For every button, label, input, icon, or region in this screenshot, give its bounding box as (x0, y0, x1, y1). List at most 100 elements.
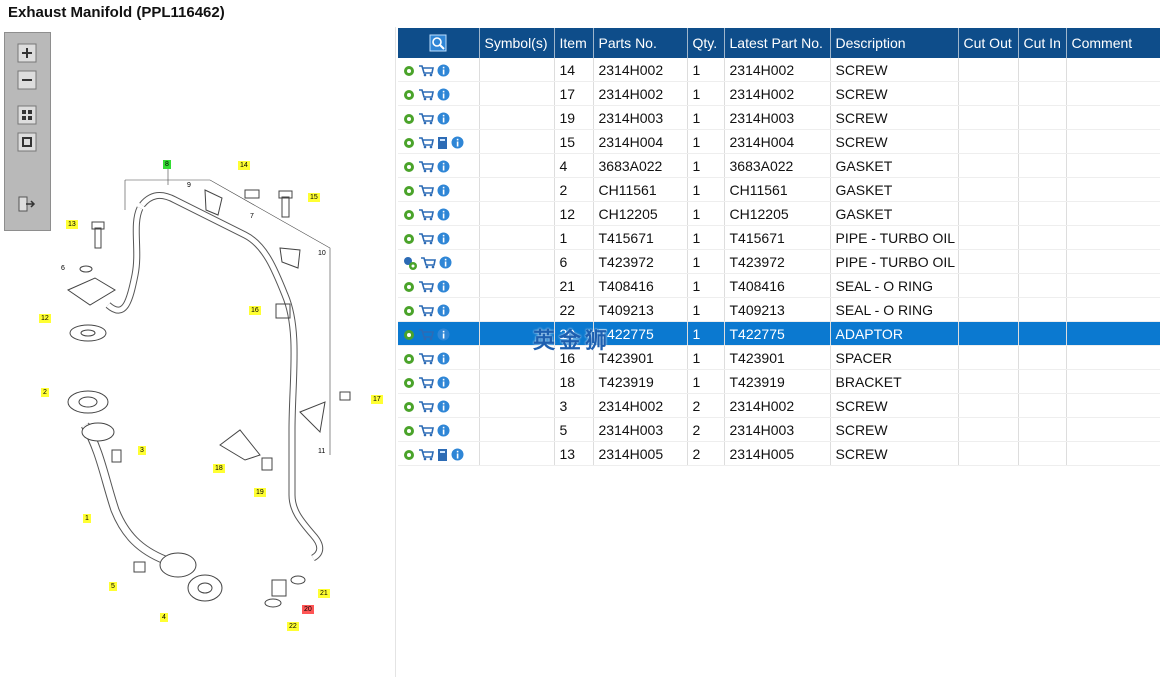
gear-icon[interactable] (403, 233, 415, 245)
cart-icon[interactable] (418, 280, 434, 293)
gear-icon[interactable] (403, 353, 415, 365)
info-icon[interactable] (437, 376, 450, 389)
gear-icon[interactable] (403, 209, 415, 221)
column-header-find[interactable] (398, 28, 480, 58)
fit-all-button[interactable] (17, 105, 37, 125)
column-header-cut-out[interactable]: Cut Out (958, 28, 1019, 58)
cart-icon[interactable] (418, 424, 434, 437)
gear-icon[interactable] (403, 185, 415, 197)
gear-icon[interactable] (403, 305, 415, 317)
info-icon[interactable] (439, 256, 452, 269)
callout-label[interactable]: 4 (160, 613, 168, 622)
callout-label[interactable]: 5 (109, 582, 117, 591)
column-header-comment[interactable]: Comment (1066, 28, 1160, 58)
info-icon[interactable] (437, 208, 450, 221)
cart-icon[interactable] (418, 64, 434, 77)
callout-label[interactable]: 15 (308, 193, 320, 202)
column-header-symbols[interactable]: Symbol(s) (479, 28, 555, 58)
book-icon[interactable] (437, 448, 448, 462)
info-icon[interactable] (437, 400, 450, 413)
column-header-qty[interactable]: Qty. (687, 28, 725, 58)
callout-label[interactable]: 14 (238, 161, 250, 170)
gear-icon[interactable] (403, 377, 415, 389)
callout-label[interactable]: 19 (254, 488, 266, 497)
callout-label[interactable]: 13 (66, 220, 78, 229)
column-header-description[interactable]: Description (830, 28, 959, 58)
cart-icon[interactable] (418, 184, 434, 197)
callout-label[interactable]: 2 (41, 388, 49, 397)
gears-icon[interactable] (403, 256, 417, 270)
callout-label[interactable]: 21 (318, 589, 330, 598)
cart-icon[interactable] (418, 376, 434, 389)
callout-label[interactable]: 12 (39, 314, 51, 323)
info-icon[interactable] (451, 448, 464, 461)
callout-label[interactable]: 16 (249, 306, 261, 315)
info-icon[interactable] (437, 88, 450, 101)
info-icon[interactable] (437, 160, 450, 173)
info-icon[interactable] (437, 352, 450, 365)
gear-icon[interactable] (403, 281, 415, 293)
callout-label[interactable]: 17 (371, 395, 383, 404)
callout-label[interactable]: 6 (61, 265, 65, 272)
callout-label[interactable]: 22 (287, 622, 299, 631)
gear-icon[interactable] (403, 449, 415, 461)
info-icon[interactable] (437, 328, 450, 341)
zoom-out-button[interactable] (17, 70, 37, 90)
callout-label[interactable]: 9 (187, 182, 191, 189)
callout-label[interactable]: 1 (83, 514, 91, 523)
info-icon[interactable] (437, 112, 450, 125)
cart-icon[interactable] (418, 304, 434, 317)
column-header-cut-in[interactable]: Cut In (1018, 28, 1067, 58)
callout-label[interactable]: 8 (163, 160, 171, 169)
cart-icon[interactable] (418, 448, 434, 461)
info-icon[interactable] (451, 136, 464, 149)
callout-label[interactable]: 10 (318, 250, 326, 257)
actual-size-button[interactable] (17, 132, 37, 152)
book-icon[interactable] (437, 136, 448, 150)
zoom-in-button[interactable] (17, 43, 37, 63)
gear-icon[interactable] (403, 161, 415, 173)
info-icon[interactable] (437, 280, 450, 293)
cart-icon[interactable] (418, 136, 434, 149)
cart-icon[interactable] (418, 232, 434, 245)
callout-label[interactable]: 18 (213, 464, 225, 473)
gear-icon[interactable] (403, 425, 415, 437)
callout-label[interactable]: 7 (250, 213, 254, 220)
callout-label[interactable]: 11 (318, 448, 326, 455)
info-icon[interactable] (437, 424, 450, 437)
callout-label[interactable]: 20 (302, 605, 314, 614)
cart-icon[interactable] (418, 400, 434, 413)
column-header-parts-no[interactable]: Parts No. (593, 28, 688, 58)
info-icon[interactable] (437, 232, 450, 245)
cart-icon[interactable] (418, 352, 434, 365)
cart-icon[interactable] (418, 112, 434, 125)
info-icon[interactable] (437, 304, 450, 317)
info-icon[interactable] (437, 64, 450, 77)
gear-icon[interactable] (403, 329, 415, 341)
info-icon[interactable] (437, 184, 450, 197)
cart-icon[interactable] (418, 328, 434, 341)
gear-icon[interactable] (403, 113, 415, 125)
callout-label[interactable]: 3 (138, 446, 146, 455)
gear-icon[interactable] (403, 401, 415, 413)
column-header-item[interactable]: Item (554, 28, 594, 58)
cart-icon[interactable] (420, 256, 436, 269)
gear-icon[interactable] (403, 137, 415, 149)
